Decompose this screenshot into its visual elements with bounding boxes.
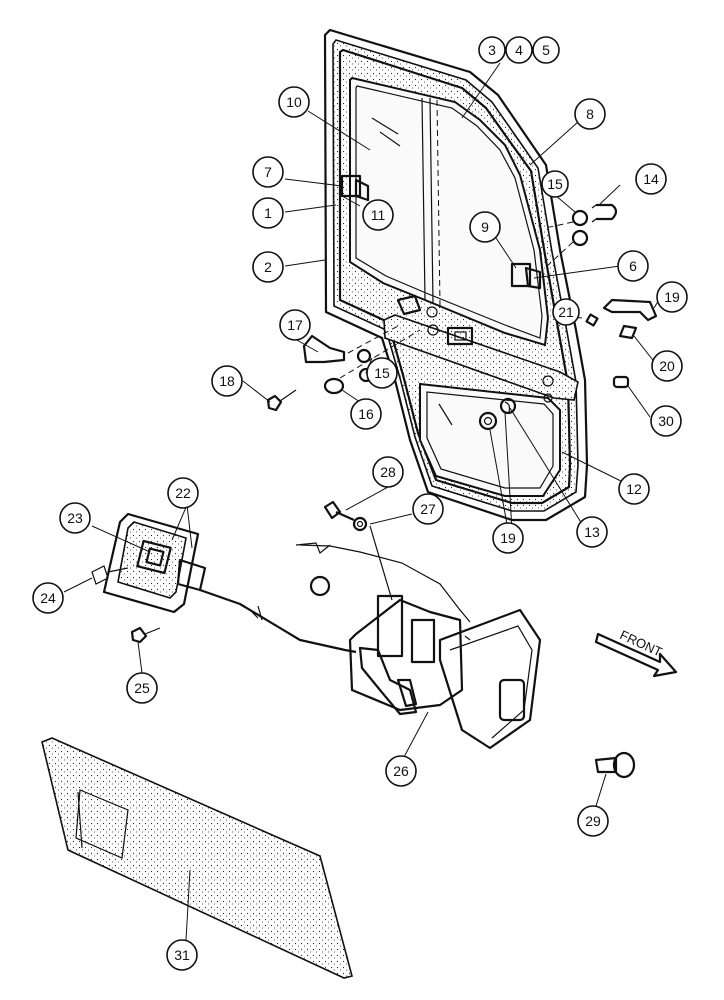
callout-10: 10: [278, 86, 310, 118]
svg-text:12: 12: [626, 481, 642, 497]
latch-assembly-lower: [510, 262, 542, 290]
callout-16: 16: [350, 398, 382, 430]
callout-5: 5: [532, 36, 560, 64]
callout-17: 17: [279, 309, 311, 341]
bolt-29: [594, 751, 636, 779]
callout-28: 28: [372, 456, 404, 488]
svg-text:22: 22: [175, 485, 191, 501]
svg-text:26: 26: [393, 763, 409, 779]
svg-text:19: 19: [664, 289, 680, 305]
callout-4: 4: [505, 36, 533, 64]
svg-text:29: 29: [585, 813, 601, 829]
svg-text:4: 4: [515, 42, 523, 58]
callout-12: 12: [618, 473, 650, 505]
leader-lines: [63, 62, 663, 941]
svg-text:13: 13: [584, 524, 600, 540]
svg-text:24: 24: [40, 590, 56, 606]
callout-18: 18: [211, 365, 243, 397]
callout-14: 14: [635, 163, 667, 195]
svg-text:18: 18: [219, 373, 235, 389]
callout-15-upper: 15: [541, 170, 569, 198]
lower-panel-nuts: [478, 397, 517, 431]
svg-text:7: 7: [264, 164, 272, 180]
latch-mechanism: [295, 500, 542, 750]
svg-text:23: 23: [67, 510, 83, 526]
callout-23: 23: [59, 502, 91, 534]
callout-15-lower: 15: [366, 357, 398, 389]
svg-text:31: 31: [174, 947, 190, 963]
callout-25: 25: [126, 672, 158, 704]
svg-text:16: 16: [358, 406, 374, 422]
callout-1: 1: [252, 197, 284, 229]
svg-text:5: 5: [542, 42, 550, 58]
callout-21: 21: [552, 298, 580, 326]
callout-20: 20: [651, 350, 683, 382]
svg-text:15: 15: [374, 365, 390, 381]
callout-8: 8: [574, 98, 606, 130]
svg-text:25: 25: [134, 680, 150, 696]
front-direction-arrow: FRONT: [594, 627, 678, 678]
svg-text:8: 8: [586, 106, 594, 122]
svg-text:20: 20: [659, 358, 675, 374]
svg-text:10: 10: [286, 94, 302, 110]
callout-26: 26: [385, 755, 417, 787]
svg-text:1: 1: [264, 205, 272, 221]
svg-text:9: 9: [481, 219, 489, 235]
inner-release-handle: [91, 512, 357, 654]
callout-19-nuts: 19: [492, 522, 524, 554]
svg-text:19: 19: [500, 530, 516, 546]
callout-24: 24: [32, 582, 64, 614]
callout-7: 7: [252, 156, 284, 188]
plug: [612, 375, 630, 389]
door-crossbar: [383, 294, 579, 403]
callout-2: 2: [252, 251, 284, 283]
svg-text:2: 2: [264, 259, 272, 275]
u-bolt-and-nuts: [544, 203, 618, 269]
callout-30: 30: [650, 405, 682, 437]
upper-glass-panels: [349, 76, 550, 347]
callout-19-handle: 19: [656, 281, 688, 313]
svg-text:11: 11: [371, 207, 386, 223]
callout-22: 22: [167, 477, 199, 509]
callout-27: 27: [412, 493, 444, 525]
svg-text:3: 3: [488, 42, 496, 58]
svg-text:15: 15: [547, 176, 563, 192]
svg-text:17: 17: [287, 317, 303, 333]
callout-9: 9: [469, 211, 501, 243]
svg-text:30: 30: [658, 413, 674, 429]
svg-text:6: 6: [629, 258, 637, 274]
outer-handle: [585, 298, 658, 340]
callout-3: 3: [478, 36, 506, 64]
callout-13: 13: [576, 516, 608, 548]
svg-text:27: 27: [420, 501, 436, 517]
svg-text:14: 14: [643, 171, 659, 187]
door-trim-panel: [41, 737, 353, 979]
svg-text:28: 28: [380, 464, 396, 480]
svg-text:21: 21: [558, 304, 574, 320]
callout-29: 29: [577, 805, 609, 837]
callout-31: 31: [166, 939, 198, 971]
lower-glass-panel: [419, 382, 561, 497]
callout-11: 11: [362, 199, 394, 231]
callout-6: 6: [617, 250, 649, 282]
